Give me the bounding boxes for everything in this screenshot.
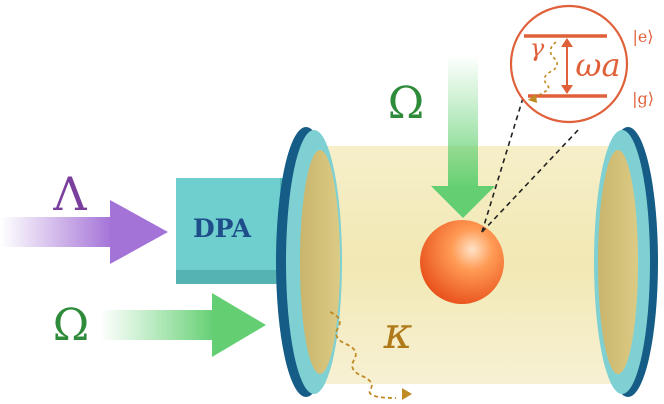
- omega-left-label: Ω: [53, 300, 89, 351]
- level-diagram-inset: [509, 4, 629, 124]
- state-g-label: |g⟩: [632, 89, 654, 108]
- state-e-label: |e⟩: [632, 27, 653, 46]
- omega-left-arrow: [100, 293, 266, 357]
- lambda-label: Λ: [52, 167, 87, 221]
- kappa-arrowhead: [402, 388, 412, 400]
- dpa-label: DPA: [193, 214, 252, 243]
- zoom-lines: [481, 97, 581, 233]
- right-mirror: [594, 127, 658, 397]
- omega-top-arrow: [431, 55, 495, 218]
- gamma-decay-arrow: [531, 41, 558, 99]
- omega-top-label: Ω: [388, 78, 424, 129]
- kappa-label: κ: [383, 308, 413, 359]
- gamma-label: γ: [530, 34, 545, 62]
- lambda-arrow: [0, 200, 168, 264]
- dpa-box: [176, 178, 292, 284]
- left-mirror: [276, 127, 342, 397]
- atom: [420, 220, 504, 304]
- omega-a-label: ωa: [575, 46, 620, 84]
